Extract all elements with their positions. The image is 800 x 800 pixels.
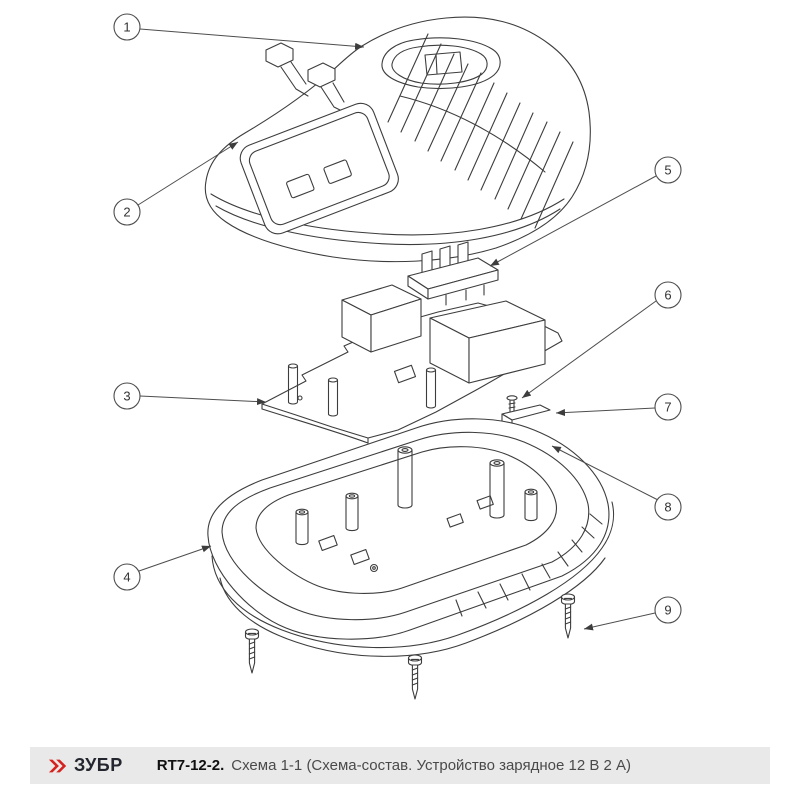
callout-6: 6: [521, 281, 682, 399]
callout-5: 5: [489, 156, 682, 267]
exploded-view-diagram: 1 2 3 4 5 6 7: [113, 13, 682, 700]
callout-6-label: 6: [664, 288, 671, 303]
housing-seam-lines-2: [215, 205, 561, 246]
screw-left: [244, 628, 260, 674]
callout-1-label: 1: [123, 20, 130, 35]
inner-wall-ribs: [455, 513, 603, 617]
transformer-component: [341, 284, 422, 353]
callout-5-label: 5: [664, 163, 671, 178]
top-housing-drawing: [204, 16, 591, 263]
callout-2: 2: [113, 141, 239, 226]
bottom-housing-floor: [255, 446, 558, 594]
cooling-fins: [387, 33, 574, 229]
callout-9: 9: [583, 596, 682, 631]
zubr-logo-text: ЗУБР: [74, 755, 123, 775]
battery-port-opening: [381, 37, 501, 90]
callout-7-label: 7: [664, 400, 671, 415]
zubr-logo: ЗУБР: [42, 755, 129, 776]
terminal-connector-drawing: [407, 241, 499, 306]
screw-center: [407, 654, 423, 700]
callout-4-label: 4: [123, 570, 130, 585]
callout-7: 7: [555, 393, 682, 421]
relay-component: [429, 300, 546, 384]
contact-recess-panel: [239, 102, 399, 235]
screw-posts: [295, 446, 538, 546]
latch-clips: [265, 42, 347, 114]
callout-1: 1: [113, 13, 365, 50]
small-screw-part: [506, 395, 518, 413]
footer-bar: ЗУБР RT7-12-2. Схема 1-1 (Схема-состав. У…: [30, 747, 770, 784]
bottom-housing-drawing: [207, 418, 615, 657]
callout-8: 8: [551, 445, 682, 521]
callout-9-label: 9: [664, 603, 671, 618]
callout-8-label: 8: [664, 500, 671, 515]
board-hole: [297, 395, 303, 401]
pcb-drawing: [261, 284, 563, 444]
pcb-standoffs: [287, 363, 437, 417]
bottom-housing-rim: [207, 418, 610, 640]
callout-2-label: 2: [123, 205, 130, 220]
housing-seam-lines: [210, 193, 565, 236]
callout-3-label: 3: [123, 389, 130, 404]
smd-component: [393, 364, 417, 384]
zubr-logo-icon: [48, 759, 67, 772]
model-number: RT7-12-2.: [156, 757, 225, 774]
scheme-description: Схема 1-1 (Схема-состав. Устройство заря…: [231, 757, 632, 774]
footer-caption: RT7-12-2. Схема 1-1 (Схема-состав. Устрой…: [157, 757, 631, 774]
floor-slots: [318, 495, 494, 573]
screw-right: [560, 593, 576, 639]
callouts: 1 2 3 4 5 6 7: [113, 13, 682, 631]
callout-4: 4: [113, 545, 212, 591]
base-skirt: [211, 501, 615, 657]
bottom-housing-inner-rim: [221, 431, 590, 621]
callout-3: 3: [113, 382, 267, 410]
